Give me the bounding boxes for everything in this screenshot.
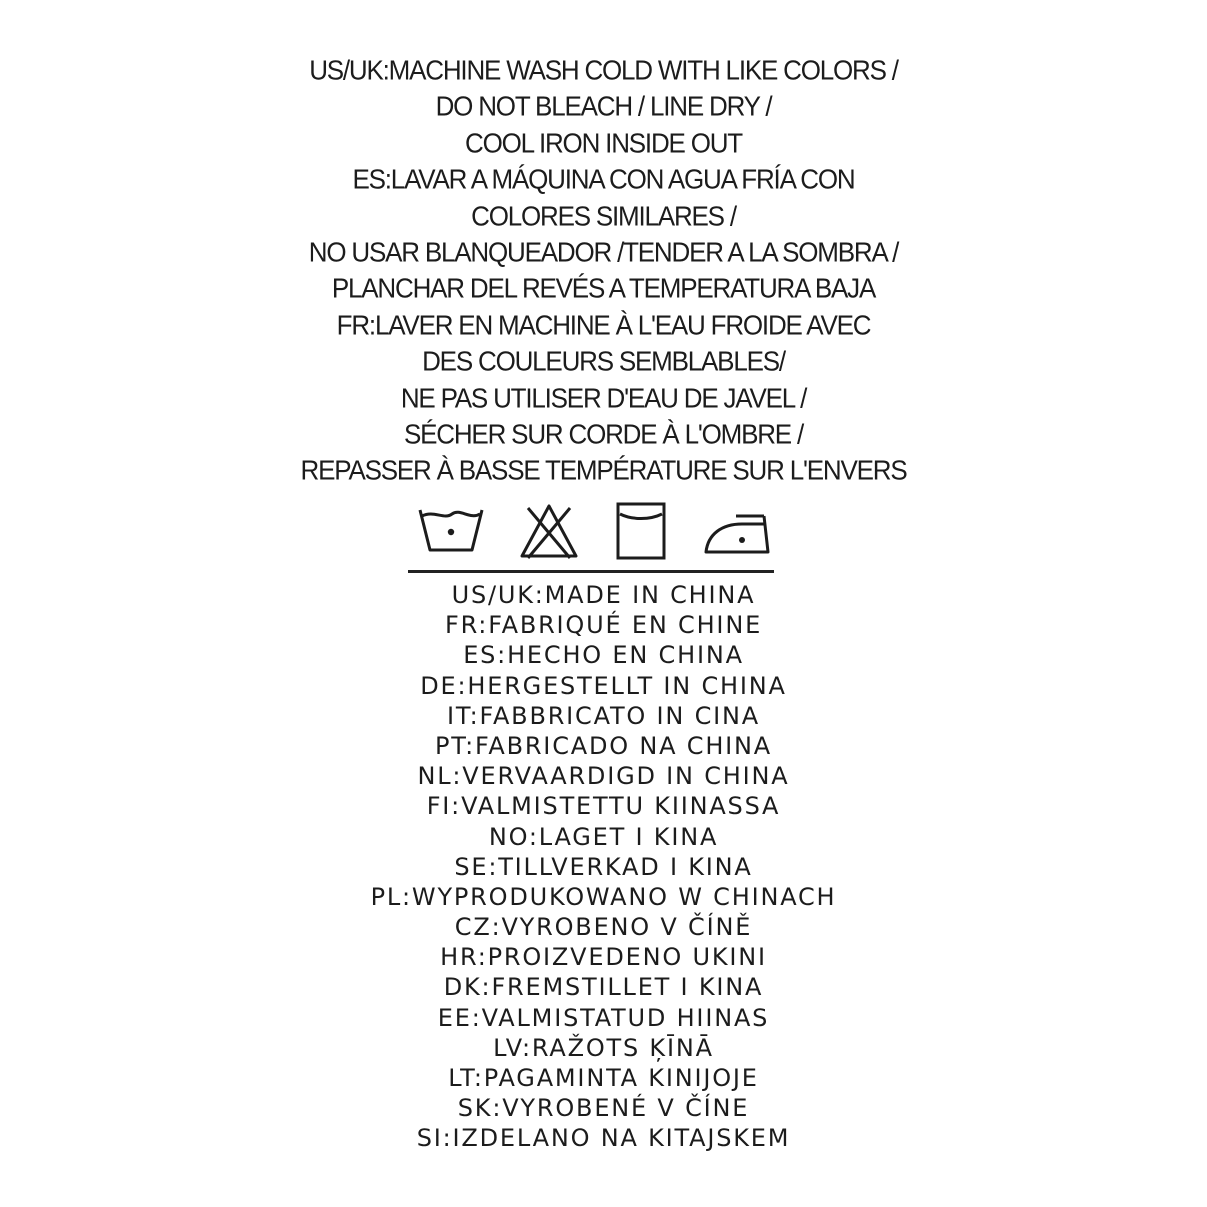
care-line: COOL IRON INSIDE OUT xyxy=(465,126,743,159)
iron-low-icon xyxy=(702,500,772,562)
origin-line: US/UK:MADE IN CHINA xyxy=(451,581,756,609)
divider-line xyxy=(408,570,774,573)
origin-line: SE:TILLVERKAD I KINA xyxy=(454,852,753,881)
origin-line: DK:FREMSTILLET I KINA xyxy=(443,973,764,1002)
origin-line: LT:PAGAMINTA KINIJOJE xyxy=(448,1064,759,1092)
care-line: REPASSER À BASSE TEMPÉRATURE SUR L'ENVER… xyxy=(300,454,908,487)
origin-line: CZ:VYROBENO V ČÍNĚ xyxy=(454,913,753,942)
origin-line: PT:FABRICADO NA CHINA xyxy=(434,731,773,760)
origin-line: NL:VERVAARDIGD IN CHINA xyxy=(417,762,790,791)
origin-line: DE:HERGESTELLT IN CHINA xyxy=(420,671,787,700)
care-line: ES:LAVAR A MÁQUINA CON AGUA FRÍA CON xyxy=(352,162,856,196)
care-line: DO NOT BLEACH / LINE DRY / xyxy=(435,90,773,123)
origin-line: IT:FABBRICATO IN CINA xyxy=(446,701,761,730)
origin-line: SI:IZDELANO NA KITAJSKEM xyxy=(416,1124,791,1153)
do-not-bleach-icon xyxy=(514,500,584,562)
origin-line: SK:VYROBENÉ V ČÍNE xyxy=(457,1094,750,1123)
origin-line: NO:LAGET I KINA xyxy=(488,822,719,851)
origin-line: ES:HECHO EN CHINA xyxy=(463,641,744,670)
origin-line: LV:RAŽOTS ĶĪNĀ xyxy=(493,1033,714,1062)
country-of-origin: US/UK:MADE IN CHINA FR:FABRIQUÉ EN CHINE… xyxy=(0,580,1207,1154)
wash-cold-icon xyxy=(416,500,486,562)
care-line: PLANCHAR DEL REVÉS A TEMPERATURA BAJA xyxy=(331,272,876,305)
care-line: NO USAR BLANQUEADOR /TENDER A LA SOMBRA … xyxy=(308,235,900,269)
care-line: US/UK:MACHINE WASH COLD WITH LIKE COLORS… xyxy=(309,53,899,87)
care-line: NE PAS UTILISER D'EAU DE JAVEL / xyxy=(400,381,808,414)
care-instructions: US/UK:MACHINE WASH COLD WITH LIKE COLORS… xyxy=(0,52,1207,489)
care-line: SÉCHER SUR CORDE À L'OMBRE / xyxy=(404,417,804,451)
origin-line: FI:VALMISTETTU KIINASSA xyxy=(426,792,781,821)
care-line: FR:LAVER EN MACHINE À L'EAU FROIDE AVEC xyxy=(336,308,872,341)
line-dry-icon xyxy=(606,500,676,562)
origin-line: PL:WYPRODUKOWANO W CHINACH xyxy=(370,882,837,911)
care-symbols xyxy=(408,500,788,580)
origin-line: HR:PROIZVEDENO UKINI xyxy=(440,943,767,972)
origin-line: FR:FABRIQUÉ EN CHINE xyxy=(444,611,763,640)
care-line: COLORES SIMILARES / xyxy=(471,199,737,232)
care-line: DES COULEURS SEMBLABLES/ xyxy=(422,344,786,378)
origin-line: EE:VALMISTATUD HIINAS xyxy=(437,1003,770,1032)
